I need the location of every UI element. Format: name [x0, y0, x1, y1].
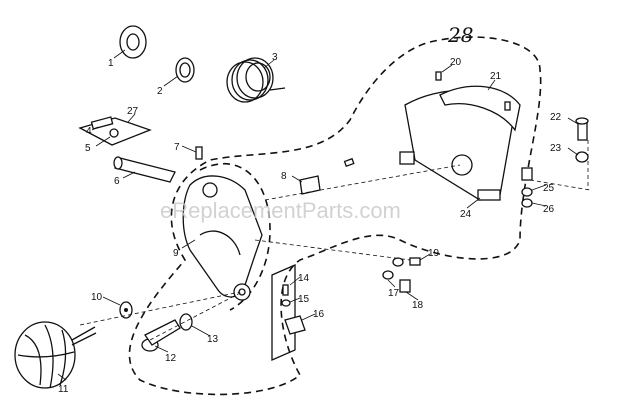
- callout-11: 11: [58, 384, 69, 395]
- callout-4: 4: [86, 126, 92, 137]
- callout-26: 26: [543, 204, 555, 215]
- callout-25: 25: [543, 183, 555, 194]
- callout-18: 18: [412, 300, 424, 311]
- part-2-retaining-ring: [163, 57, 195, 87]
- callout-7: 7: [174, 142, 180, 153]
- callout-14: 14: [298, 273, 310, 284]
- part-22-26-hardware: [521, 117, 591, 208]
- part-14-16-parts: [271, 264, 316, 361]
- callout-19: 19: [428, 248, 440, 259]
- callout-10: 10: [91, 292, 103, 303]
- callout-15: 15: [298, 294, 310, 305]
- part-13-washer: [179, 313, 211, 337]
- callout-24: 24: [460, 209, 472, 220]
- callout-13: 13: [207, 334, 219, 345]
- centerlines: [79, 164, 461, 341]
- callout-27: 27: [127, 106, 139, 117]
- callout-17: 17: [388, 288, 400, 299]
- callout-8: 8: [281, 171, 287, 182]
- watermark: eReplacementParts.com: [160, 198, 401, 223]
- callout-23: 23: [550, 143, 562, 154]
- part-10-washer: [102, 296, 133, 319]
- part-9-bracket: [181, 175, 263, 301]
- part-17-19-hardware: [382, 253, 431, 301]
- callout-3: 3: [272, 52, 278, 63]
- callout-12: 12: [165, 353, 177, 364]
- callout-22: 22: [550, 112, 562, 123]
- part-11-knob: [14, 321, 97, 389]
- part-1-washer: [113, 25, 147, 59]
- callout-1: 1: [108, 58, 114, 69]
- part-7-screw: [181, 145, 203, 160]
- callout-5: 5: [85, 143, 91, 154]
- callout-6: 6: [114, 176, 120, 187]
- group-label-28: 28: [447, 23, 473, 47]
- part-27-kit: [78, 113, 152, 147]
- callout-21: 21: [490, 71, 502, 82]
- callout-20: 20: [450, 57, 462, 68]
- part-12-bolt: [141, 319, 181, 353]
- callout-16: 16: [313, 309, 325, 320]
- part-8-clip: [291, 157, 355, 195]
- part-24-guard: [399, 64, 521, 209]
- callout-2: 2: [157, 86, 163, 97]
- part-6-pin: [113, 156, 176, 183]
- callout-9: 9: [173, 248, 179, 259]
- part-3-spring: [226, 57, 286, 103]
